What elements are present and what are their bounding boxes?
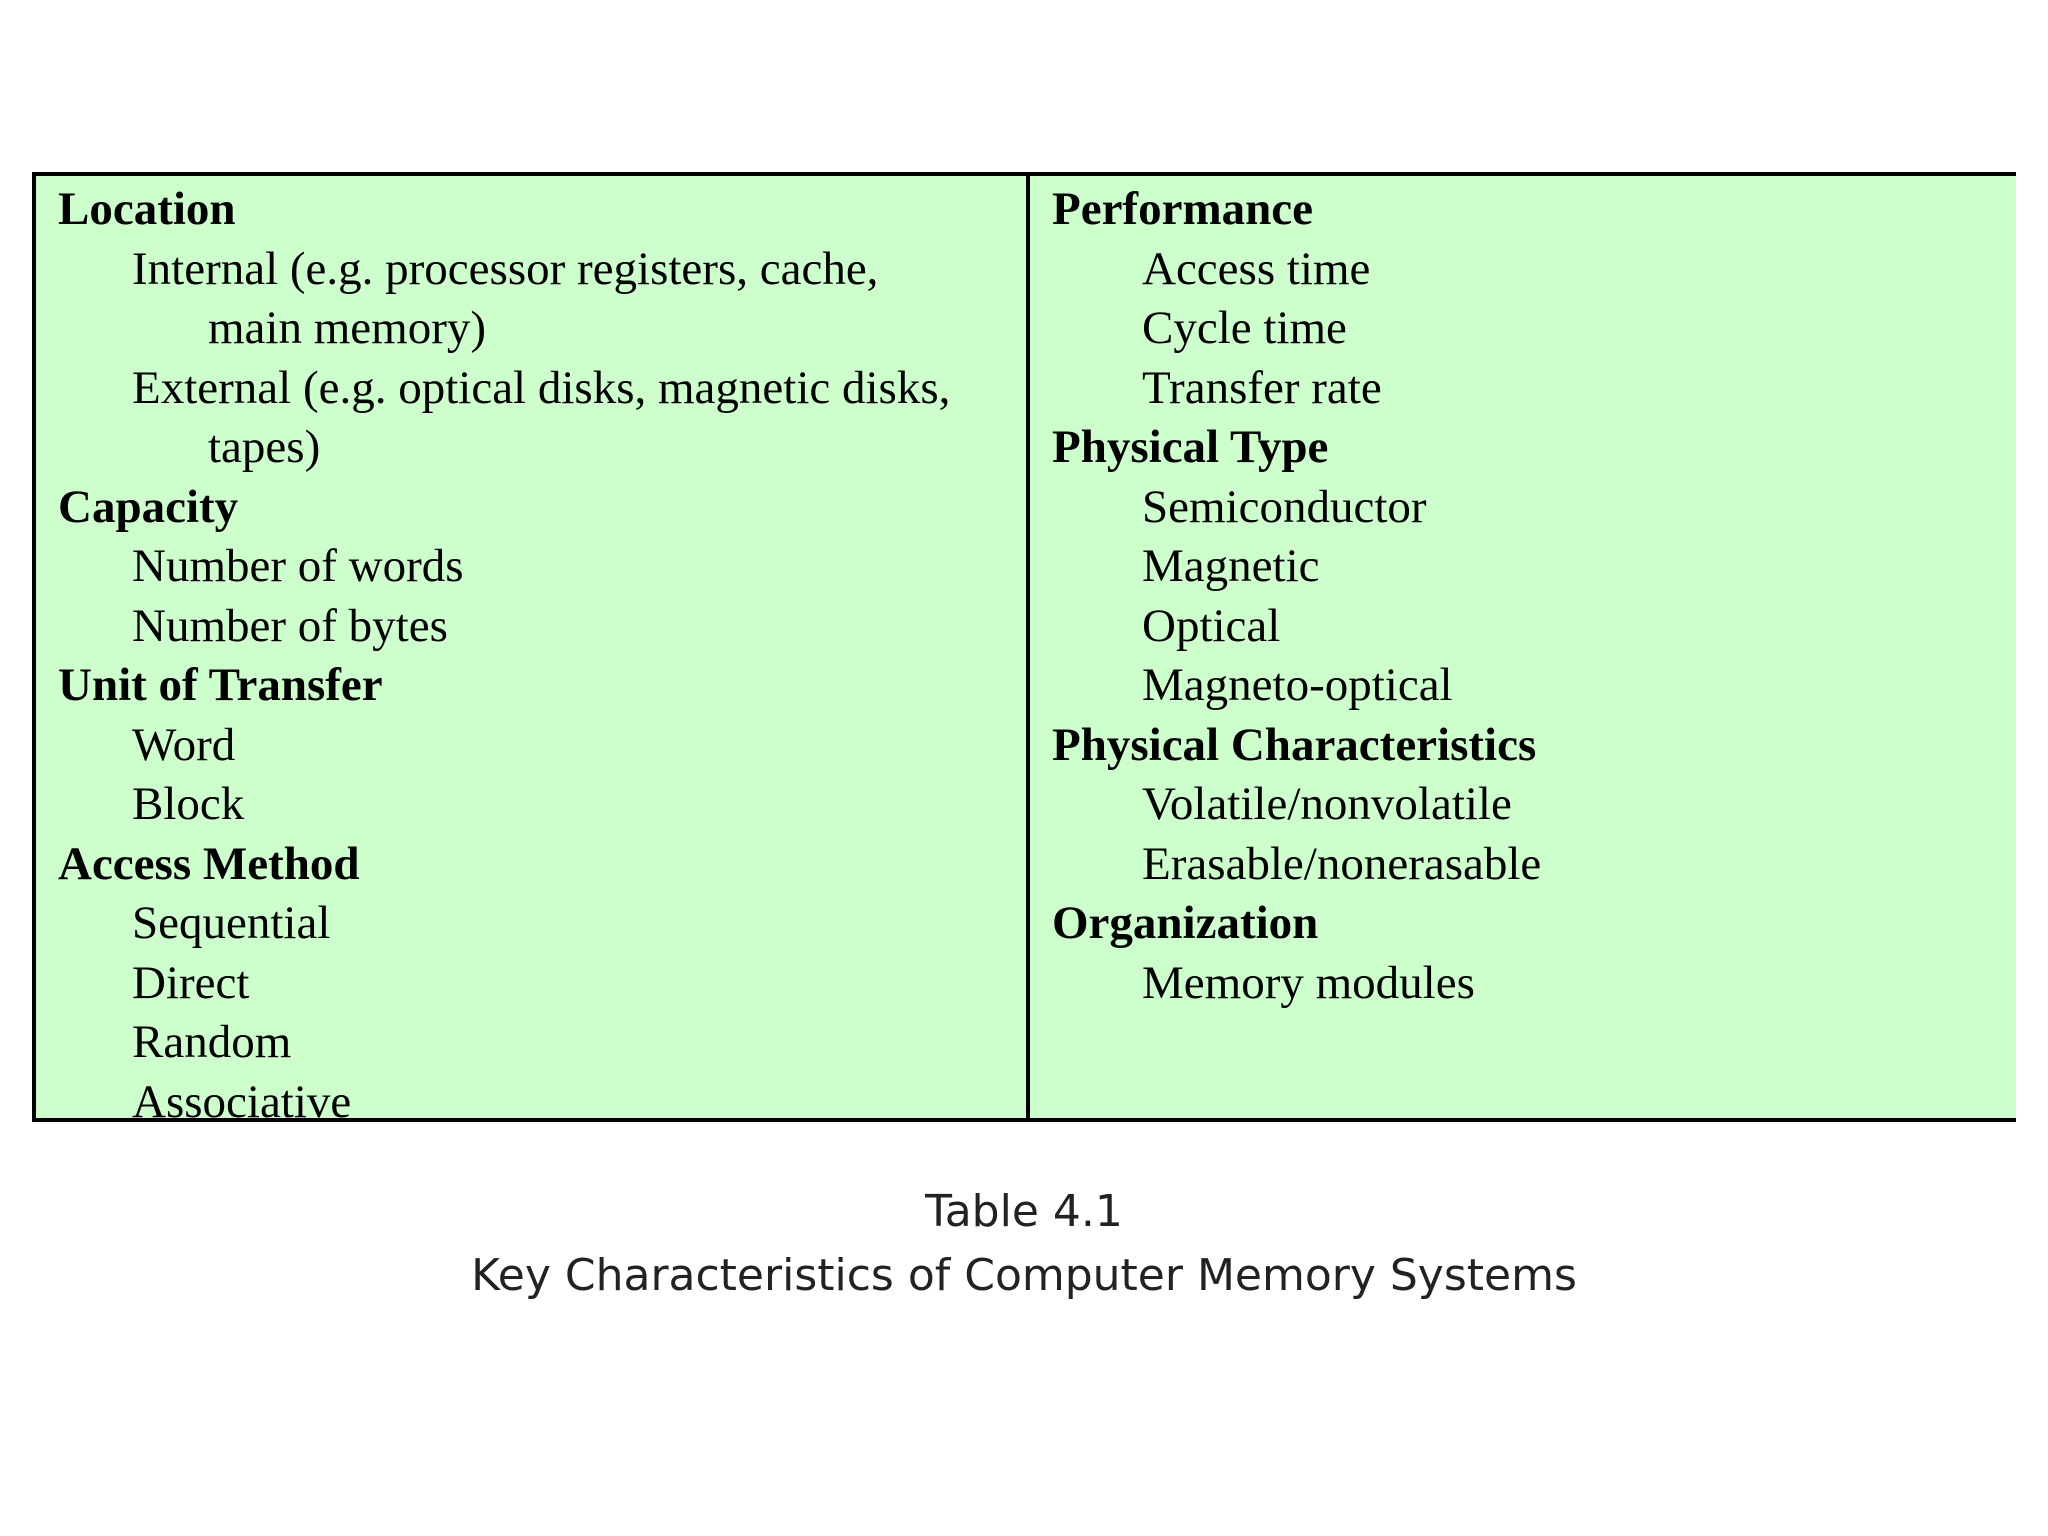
list-item-continuation: tapes) (208, 421, 321, 473)
list-item: Optical (1142, 599, 1281, 652)
group-organization: Organization Memory modules (1052, 894, 2016, 1013)
group-physical-type: Physical Type Semiconductor Magnetic Opt… (1052, 418, 2016, 716)
category-heading: Location (58, 183, 236, 235)
left-column: Location Internal (e.g. processor regist… (36, 176, 1030, 1128)
characteristics-table: Location Internal (e.g. processor regist… (32, 172, 2016, 1128)
list-item: Memory modules (1142, 956, 1475, 1009)
group-access-method: Access Method Sequential Direct Random A… (58, 835, 1026, 1133)
list-item: Semiconductor (1142, 480, 1427, 533)
list-item: Access time (1142, 242, 1371, 295)
list-item: Magnetic (1142, 540, 1320, 592)
category-heading: Unit of Transfer (58, 659, 383, 711)
list-item: Word (132, 718, 236, 771)
category-heading: Organization (1052, 897, 1319, 949)
list-item: Magneto-optical (1142, 659, 1453, 711)
category-heading: Capacity (58, 480, 239, 533)
list-item: Number of words (132, 540, 464, 592)
list-item: Direct (132, 956, 250, 1009)
group-performance: Performance Access time Cycle time Trans… (1052, 180, 2016, 418)
list-item: Internal (e.g. processor registers, cach… (132, 242, 879, 295)
category-heading: Physical Type (1052, 421, 1329, 473)
list-item-continuation: main memory) (208, 302, 487, 354)
category-heading: Performance (1052, 183, 1313, 235)
list-item: Random (132, 1016, 292, 1068)
list-item: Cycle time (1142, 302, 1347, 354)
list-item: Volatile/nonvolatile (1142, 778, 1512, 830)
group-capacity: Capacity Number of words Number of bytes (58, 478, 1026, 657)
list-item: External (e.g. optical disks, magnetic d… (132, 361, 951, 414)
right-column: Performance Access time Cycle time Trans… (1030, 176, 2016, 1118)
category-heading: Access Method (58, 837, 360, 890)
category-heading: Physical Characteristics (1052, 718, 1537, 771)
table-number: Table 4.1 (925, 1186, 1123, 1237)
group-location: Location Internal (e.g. processor regist… (58, 180, 1026, 478)
group-unit-of-transfer: Unit of Transfer Word Block (58, 656, 1026, 835)
list-item: Associative (132, 1075, 352, 1128)
list-item: Sequential (132, 897, 331, 949)
list-item: Block (132, 778, 245, 830)
group-physical-characteristics: Physical Characteristics Volatile/nonvol… (1052, 716, 2016, 895)
table-caption: Key Characteristics of Computer Memory S… (471, 1250, 1577, 1301)
list-item: Erasable/nonerasable (1142, 837, 1542, 890)
list-item: Transfer rate (1142, 361, 1382, 414)
list-item: Number of bytes (132, 599, 448, 652)
